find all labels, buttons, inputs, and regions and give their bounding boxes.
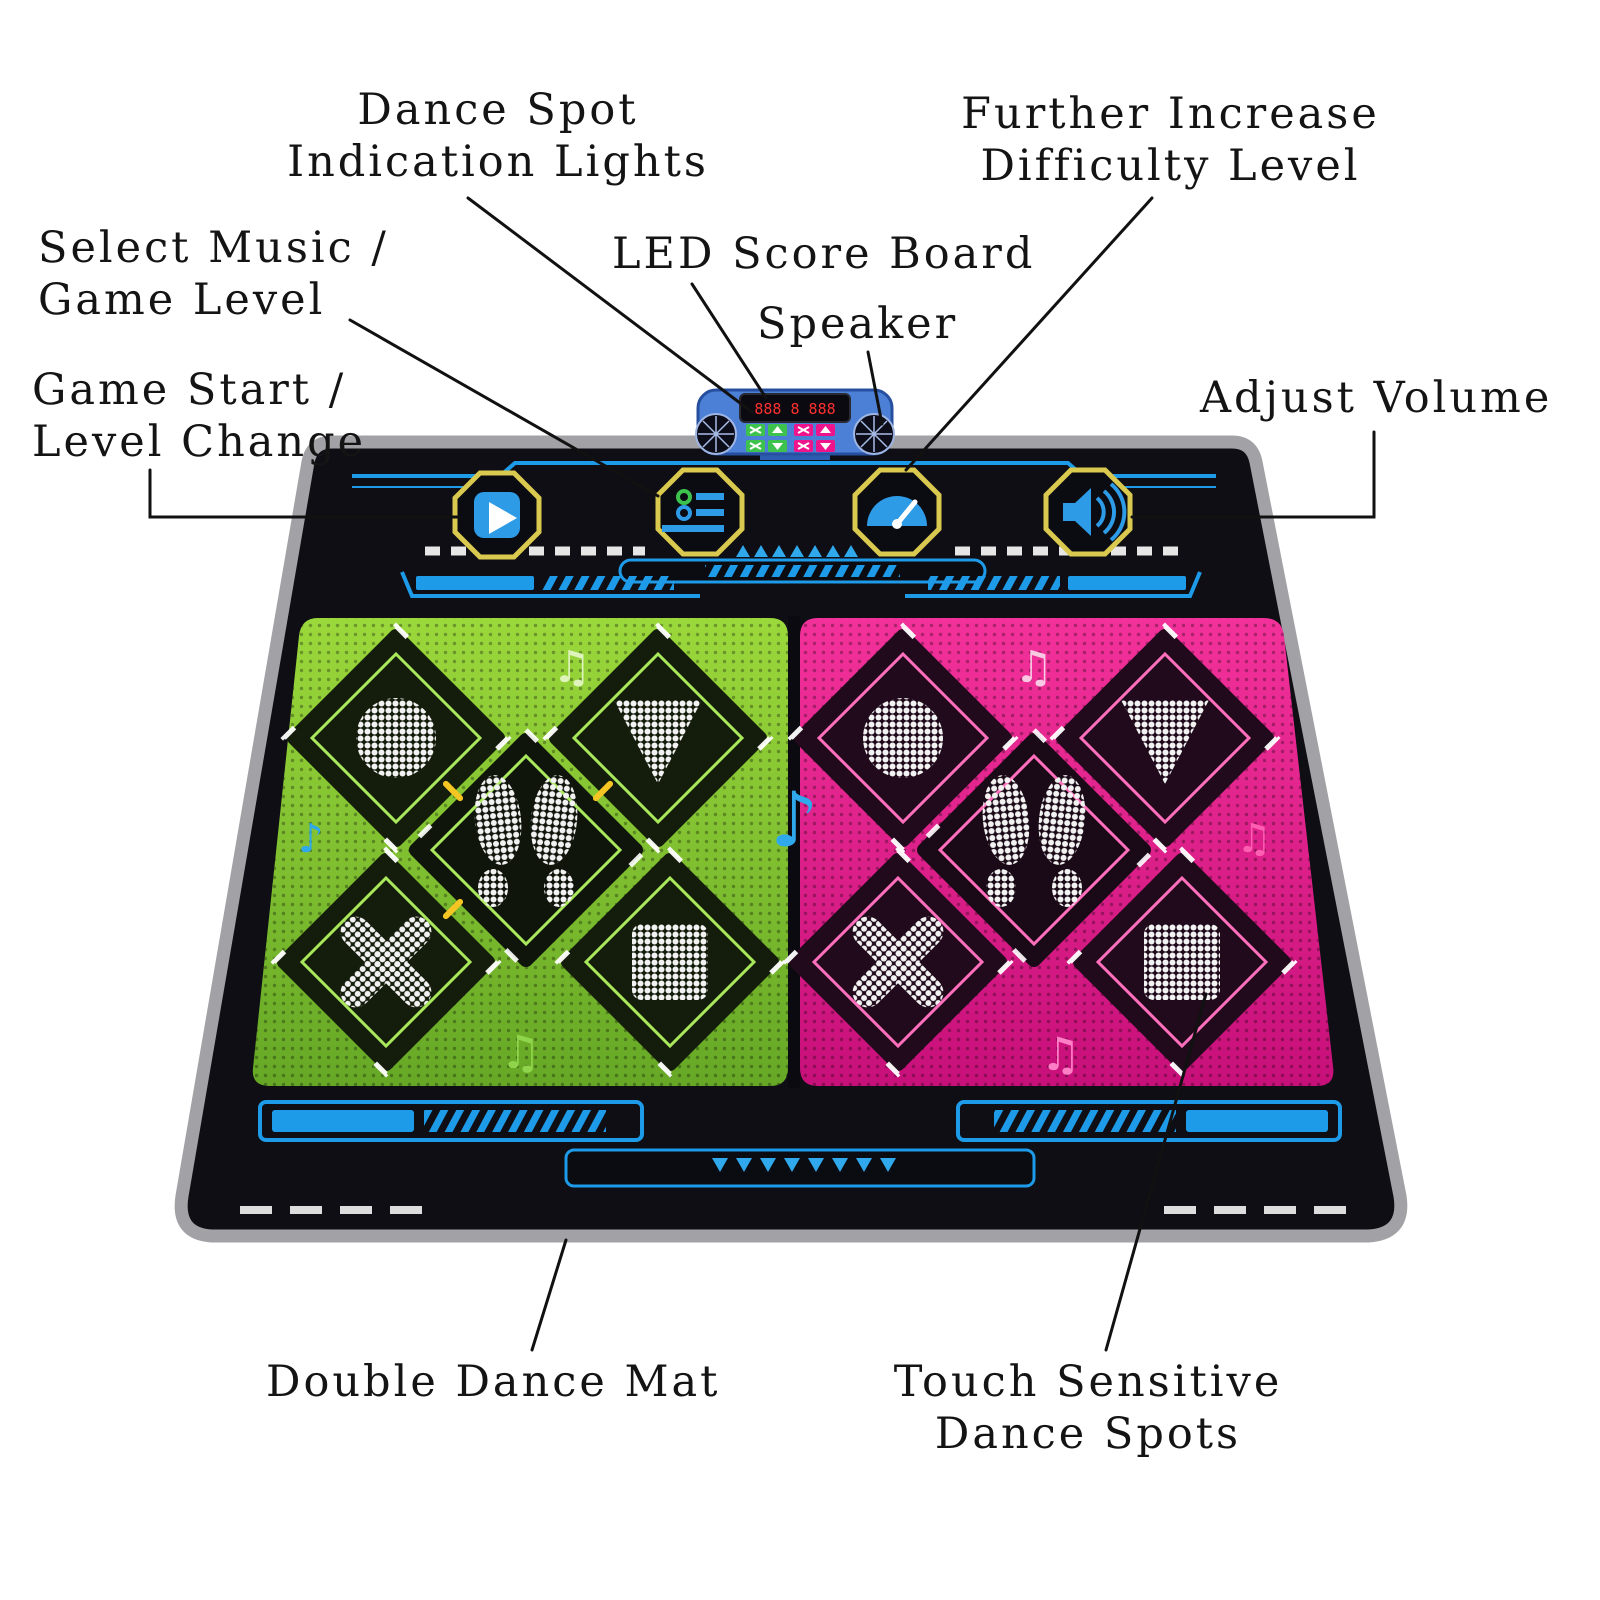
callout-difficulty-line: [904, 196, 1154, 472]
callout-touch-spots-line: [1104, 992, 1208, 1352]
annotation-increase-difficulty: Further Increase Difficulty Level: [938, 88, 1403, 193]
triangle-pad-icon: [1121, 700, 1209, 784]
annotation-line: Double Dance Mat: [266, 1357, 721, 1407]
svg-text:888 8 888: 888 8 888: [754, 400, 835, 418]
callout-lines: [148, 196, 1376, 1352]
hazard-deco-bottom: [240, 1100, 1360, 1214]
callout-double-mat-line: [530, 1238, 568, 1352]
treble-clef-icon: ♪: [770, 775, 819, 864]
annotation-line: Level Change: [32, 417, 367, 468]
led-scoreboard: 888 8 888: [739, 393, 851, 423]
square-pad-icon: [632, 924, 708, 1000]
annotation-line: Game Level: [38, 275, 326, 326]
cross-pad-icon: [340, 916, 432, 1008]
callout-led-line: [690, 282, 768, 400]
speaker-left-icon: [695, 413, 737, 455]
annotation-line: Game Start /: [32, 365, 347, 415]
mat-buttons: [455, 470, 1130, 557]
footprints-icon: [474, 775, 578, 907]
music-note-decor: ♫ ♫ ♪ ♪ ♫ ♫ ♫: [298, 642, 1272, 1081]
play-icon: [489, 502, 517, 534]
callout-adjust-volume-line: [1130, 430, 1376, 519]
difficulty-gauge-button: [855, 470, 939, 554]
control-panel: 888 8 888: [695, 388, 895, 460]
accent-dashes: [442, 780, 614, 920]
volume-button: [1046, 470, 1130, 554]
annotation-speaker: Speaker: [757, 298, 958, 350]
music-select-button: [658, 470, 742, 554]
annotation-touch-sensitive-spots: Touch Sensitive Dance Spots: [868, 1356, 1308, 1461]
dance-mat: ♫ ♫ ♪ ♪ ♫ ♫ ♫: [174, 435, 1408, 1243]
triangle-pad-icon: [614, 700, 702, 784]
annotation-line: Touch Sensitive: [893, 1357, 1283, 1407]
annotation-line: Adjust Volume: [1200, 373, 1553, 423]
circle-pad-icon: [863, 698, 943, 778]
speaker-right-icon: [853, 413, 895, 455]
circle-pad-icon: [356, 698, 436, 778]
annotation-adjust-volume: Adjust Volume: [1200, 372, 1552, 424]
annotation-line: Difficulty Level: [980, 141, 1361, 192]
callout-game-start-line: [148, 468, 462, 519]
footprints-icon: [982, 775, 1086, 907]
music-note-icon: ♫: [500, 1025, 541, 1079]
left-dance-pads: [274, 626, 782, 1074]
annotation-line: LED Score Board: [612, 229, 1036, 279]
right-dance-pads: [786, 626, 1294, 1074]
music-note-icon: ♫: [1236, 816, 1272, 862]
square-pad-icon: [1144, 924, 1220, 1000]
annotation-line: Indication Lights: [287, 137, 709, 188]
hazard-deco-top: [400, 545, 1202, 598]
music-note-icon: ♫: [1014, 642, 1053, 693]
annotation-select-music: Select Music / Game Level: [38, 222, 389, 327]
music-note-icon: ♫: [552, 642, 591, 693]
annotation-game-start: Game Start / Level Change: [32, 364, 366, 469]
annotation-line: Dance Spot: [357, 85, 639, 135]
music-note-icon: ♪: [298, 816, 324, 862]
playlist-icon: [662, 489, 724, 532]
gauge-icon: [867, 496, 927, 529]
play-button: [455, 473, 539, 557]
callout-speaker-line: [866, 350, 884, 426]
panel-buttons: [746, 424, 835, 452]
annotation-line: Further Increase: [961, 89, 1380, 139]
callout-select-music-line: [348, 318, 660, 498]
volume-icon: [1063, 482, 1127, 542]
cross-pad-icon: [852, 916, 944, 1008]
annotation-line: Dance Spots: [934, 1409, 1242, 1460]
annotation-dance-spot-lights: Dance Spot Indication Lights: [258, 84, 738, 189]
annotation-double-dance-mat: Double Dance Mat: [266, 1356, 720, 1408]
annotation-led-score-board: LED Score Board: [612, 228, 1035, 280]
annotation-line: Select Music /: [38, 223, 389, 273]
callout-dance-spot-line: [466, 196, 754, 414]
music-note-icon: ♫: [1040, 1027, 1081, 1081]
annotation-line: Speaker: [757, 299, 959, 349]
